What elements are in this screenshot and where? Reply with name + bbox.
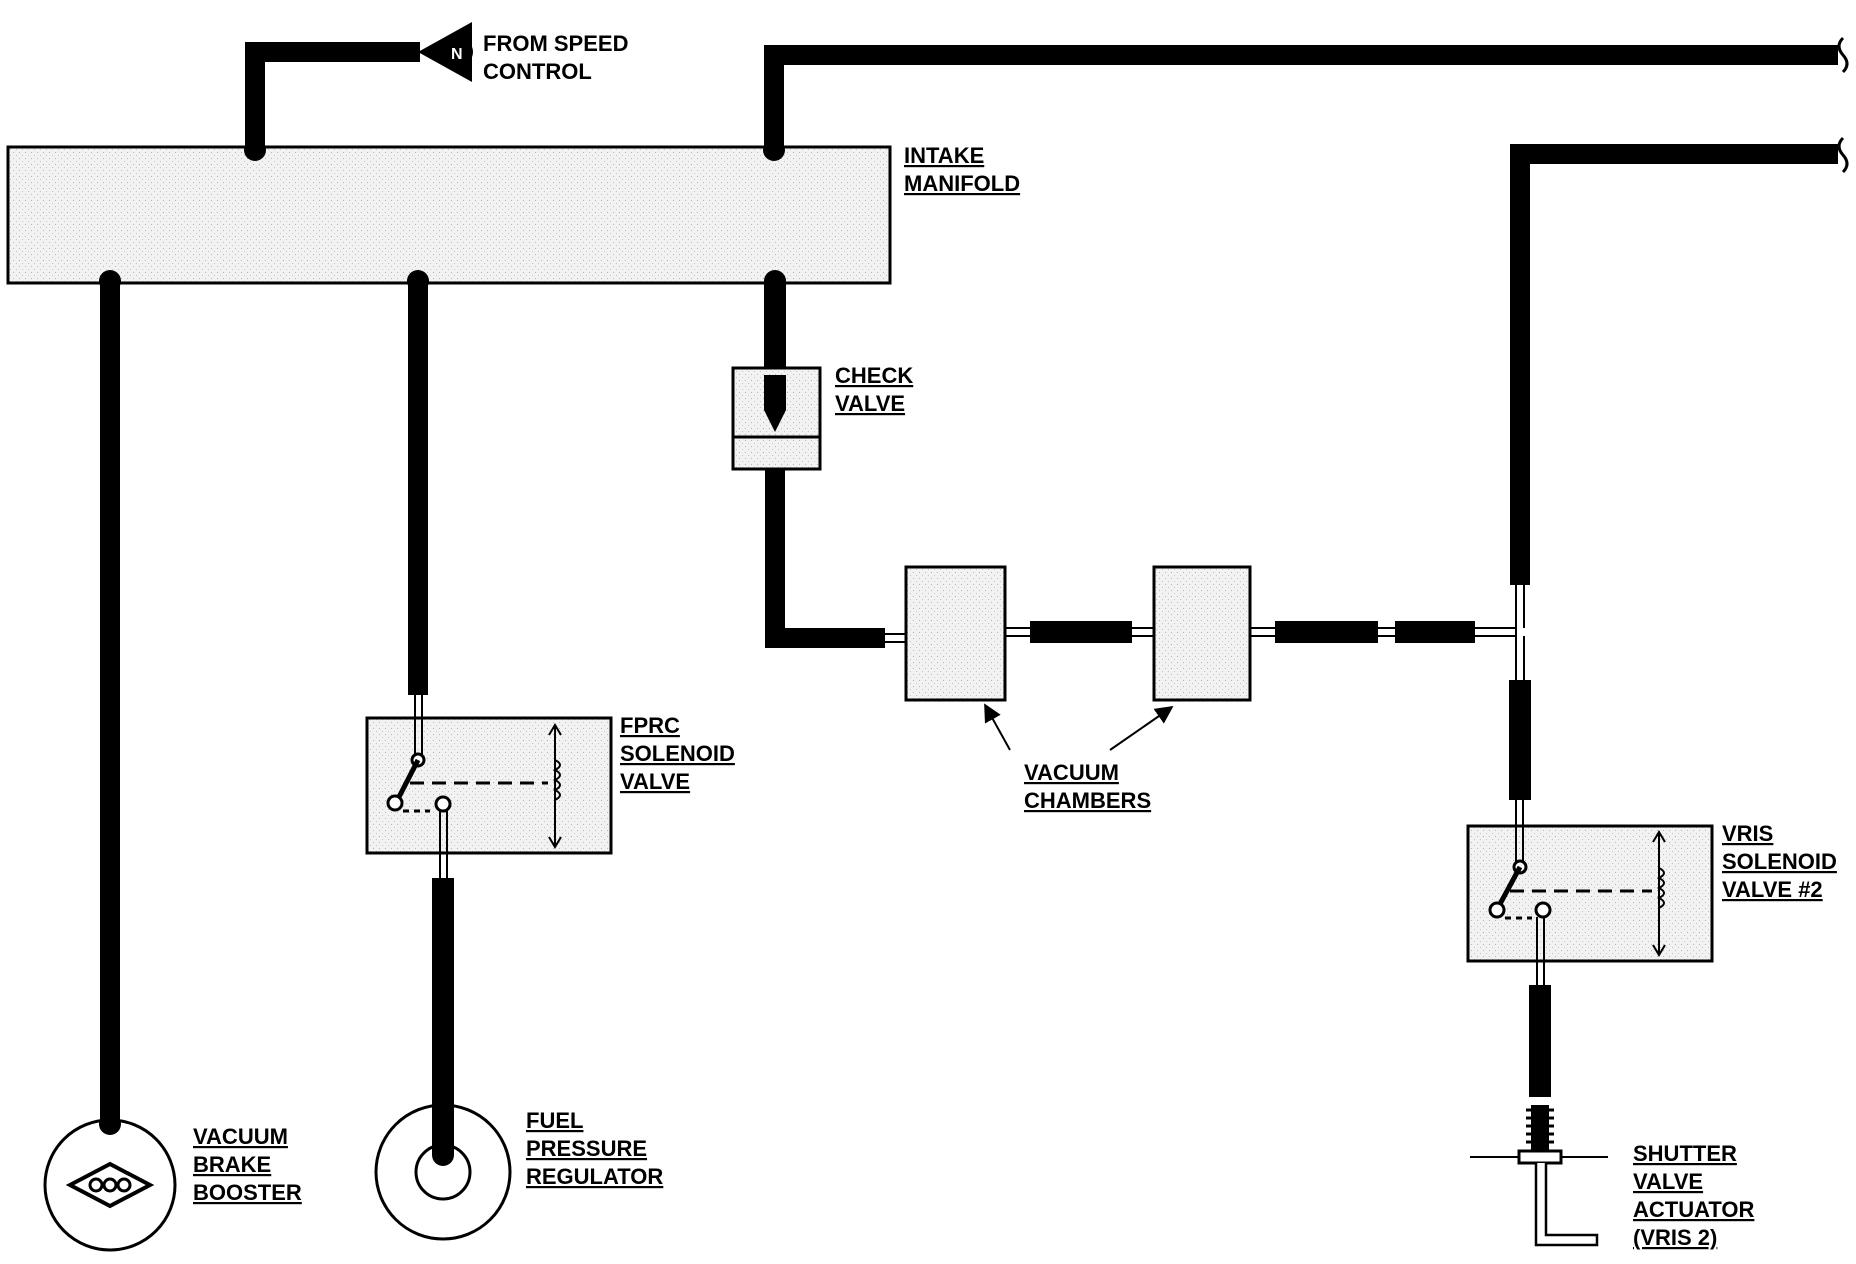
- upper-hose-to-right: [764, 45, 1838, 152]
- check-valve-to-chamber-hose: [765, 469, 885, 648]
- intake-manifold-body: [6, 145, 892, 285]
- intake-manifold-label-line-1: INTAKE: [904, 143, 984, 168]
- check-valve-label-line-2: VALVE: [835, 391, 905, 416]
- vacuum-chambers-label-line-1: VACUUM: [1024, 760, 1119, 785]
- shutter-valve-actuator: [1470, 1105, 1608, 1247]
- fuel-pressure-regulator: [374, 878, 512, 1241]
- line-break-marks: [1837, 36, 1849, 174]
- fprc-label-line-1: FPRC: [620, 713, 680, 738]
- vris-supply-hose: [1510, 144, 1838, 585]
- brake-booster-label-line-1: VACUUM: [193, 1124, 288, 1149]
- chamber-1-pointer-arrow: [984, 703, 1011, 751]
- check-valve: [731, 366, 822, 471]
- speed-control-connector: N: [418, 22, 473, 82]
- speed-control-label-line-1: FROM SPEED: [483, 31, 628, 56]
- intake-manifold: [6, 139, 892, 292]
- chamber-2-pointer-arrow: [1109, 705, 1174, 751]
- vris-label-line-3: VALVE #2: [1722, 877, 1823, 902]
- shutter-actuator-label-line-3: ACTUATOR: [1633, 1197, 1755, 1222]
- vacuum-chamber-2: [1152, 565, 1252, 702]
- fuel-regulator-label-line-1: FUEL: [526, 1108, 583, 1133]
- labels: FROM SPEED CONTROL INTAKE MANIFOLD CHECK…: [193, 31, 1837, 1250]
- speed-control-hose: [245, 42, 420, 152]
- fprc-solenoid-valve: [365, 695, 613, 878]
- vacuum-chamber-1: [904, 565, 1007, 702]
- intake-manifold-label-line-2: MANIFOLD: [904, 171, 1020, 196]
- brake-booster-label-line-2: BRAKE: [193, 1152, 271, 1177]
- brake-booster-label-line-3: BOOSTER: [193, 1180, 302, 1205]
- shutter-actuator-label-line-1: SHUTTER: [1633, 1141, 1737, 1166]
- thin-connectors: [885, 585, 1525, 680]
- shutter-actuator-label-line-2: VALVE: [1633, 1169, 1703, 1194]
- speed-control-label-line-2: CONTROL: [483, 59, 592, 84]
- shutter-actuator-label-line-4: (VRIS 2): [1633, 1225, 1717, 1250]
- fuel-regulator-label-line-3: REGULATOR: [526, 1164, 663, 1189]
- fprc-label-line-2: SOLENOID: [620, 741, 735, 766]
- vacuum-chambers-label-line-2: CHAMBERS: [1024, 788, 1151, 813]
- vacuum-brake-booster: [43, 1113, 177, 1252]
- fprc-label-line-3: VALVE: [620, 769, 690, 794]
- check-valve-label-line-1: CHECK: [835, 363, 913, 388]
- vris-solenoid-valve: [1466, 800, 1714, 985]
- vris-label-line-2: SOLENOID: [1722, 849, 1837, 874]
- speed-control-marker: N: [451, 46, 463, 63]
- fuel-regulator-label-line-2: PRESSURE: [526, 1136, 647, 1161]
- vris-label-line-1: VRIS: [1722, 821, 1773, 846]
- vacuum-chambers: [904, 565, 1252, 751]
